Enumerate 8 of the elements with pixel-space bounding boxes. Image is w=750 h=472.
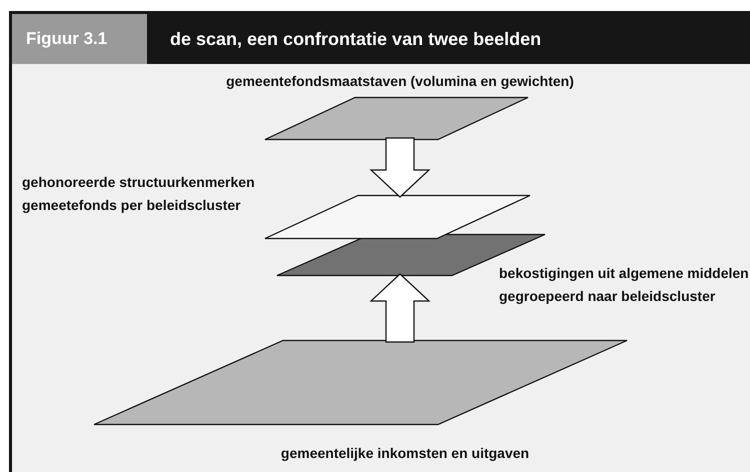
plane-label: gemeentefondsmaatstaven (volumina en gewichten) (225, 72, 575, 91)
plane-label: gehonoreerde structuurkenmerken gemeetefonds per beleidscluster (22, 173, 256, 215)
block-arrow (369, 273, 431, 343)
figure-number: Figuur 3.1 (12, 14, 147, 64)
plane-label: bekostigingen uit algemene middelen gegroepeerd naar beleidscluster (499, 264, 750, 306)
block-arrow (369, 137, 431, 198)
plane-label: gemeentelijke inkomsten en uitgaven (280, 444, 530, 463)
figure-title: de scan, een confrontatie van twee beelden (170, 28, 542, 51)
